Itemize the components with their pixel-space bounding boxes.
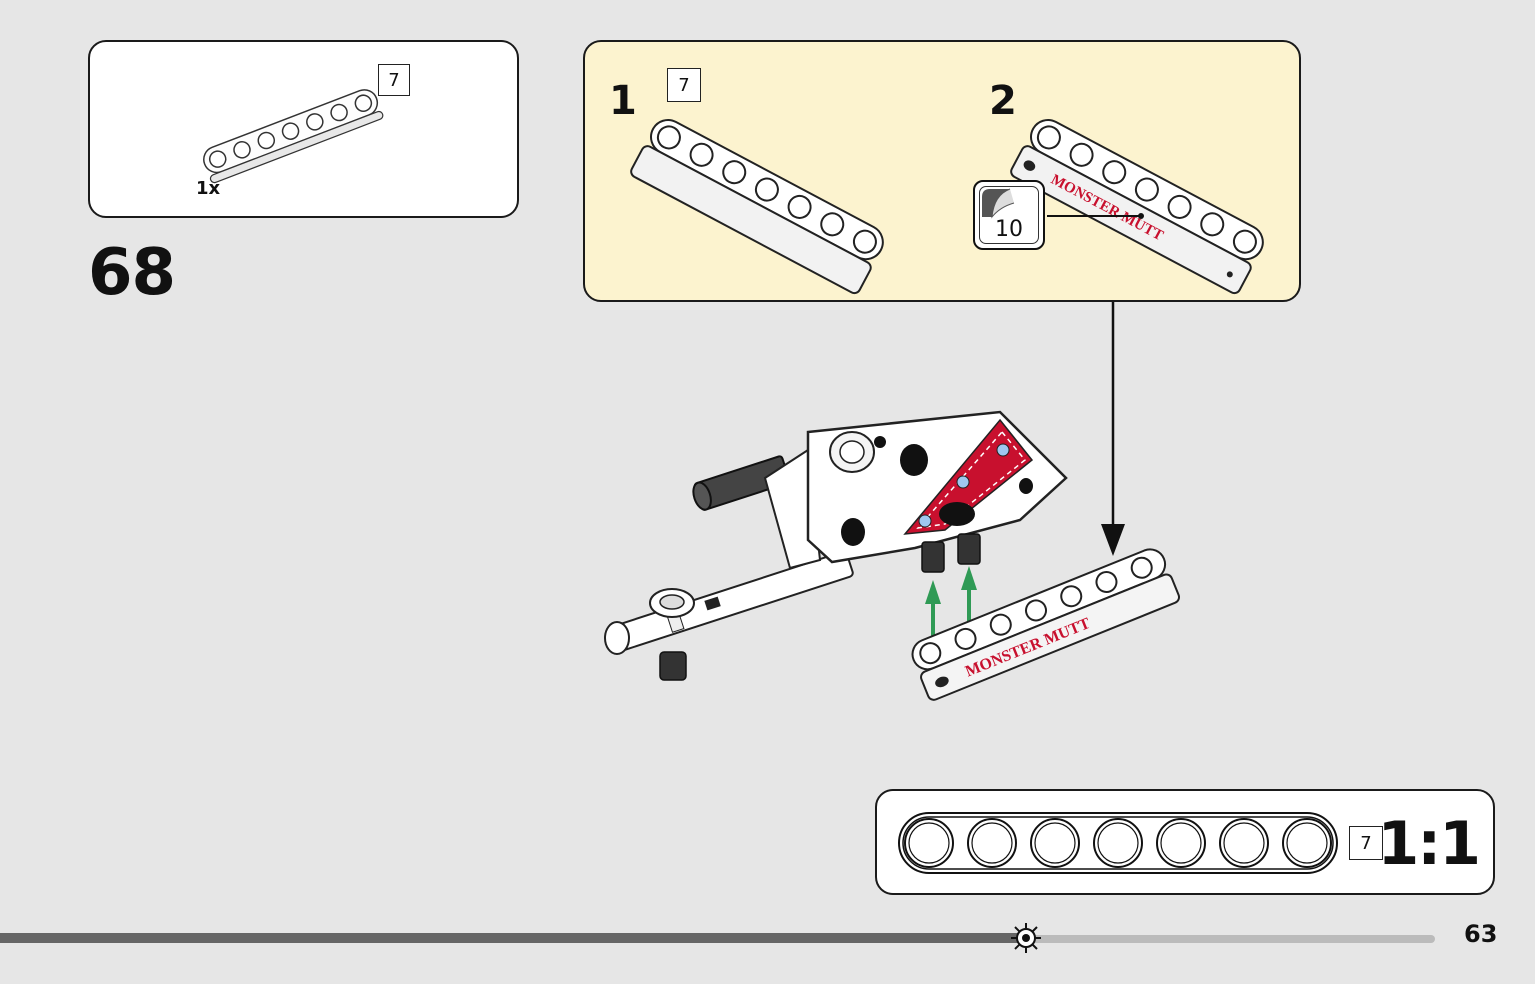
- beam-7-with-decal-substep-2: MONSTER MUTT: [1010, 118, 1264, 295]
- sticker-icon: [982, 188, 1015, 219]
- parts-list-panel: 7 1x: [88, 40, 519, 218]
- beam-7-substep-1: [630, 118, 884, 295]
- page-number: 63: [1464, 920, 1498, 948]
- scale-guide-panel: 7 1:1: [875, 789, 1495, 895]
- beam-7-being-attached: MONSTER MUTT: [911, 548, 1181, 701]
- sub-assembly-panel: 1 7 2 MONSTER MUTT: [583, 40, 1301, 302]
- beam-7-part-image: [203, 89, 384, 184]
- progress-fill: [0, 933, 1027, 943]
- substep-number-2: 2: [989, 78, 1017, 124]
- part-length-badge: 7: [378, 64, 410, 96]
- scale-ratio: 1:1: [1377, 809, 1481, 879]
- beam-7-scale-image: [898, 812, 1338, 874]
- sticker-sheet-badge: 10: [973, 180, 1045, 250]
- part-quantity: 1x: [196, 178, 221, 199]
- scale-length-badge: 7: [1349, 826, 1383, 860]
- progress-bar: [0, 933, 1435, 943]
- substep-number-1: 1: [609, 78, 637, 124]
- progress-marker-icon: [1011, 923, 1042, 953]
- step-number: 68: [88, 236, 176, 310]
- sticker-callout-line: [1047, 213, 1144, 219]
- substep-length-badge: 7: [667, 68, 701, 102]
- sticker-number: 10: [995, 217, 1023, 242]
- axle-rod: [608, 550, 854, 653]
